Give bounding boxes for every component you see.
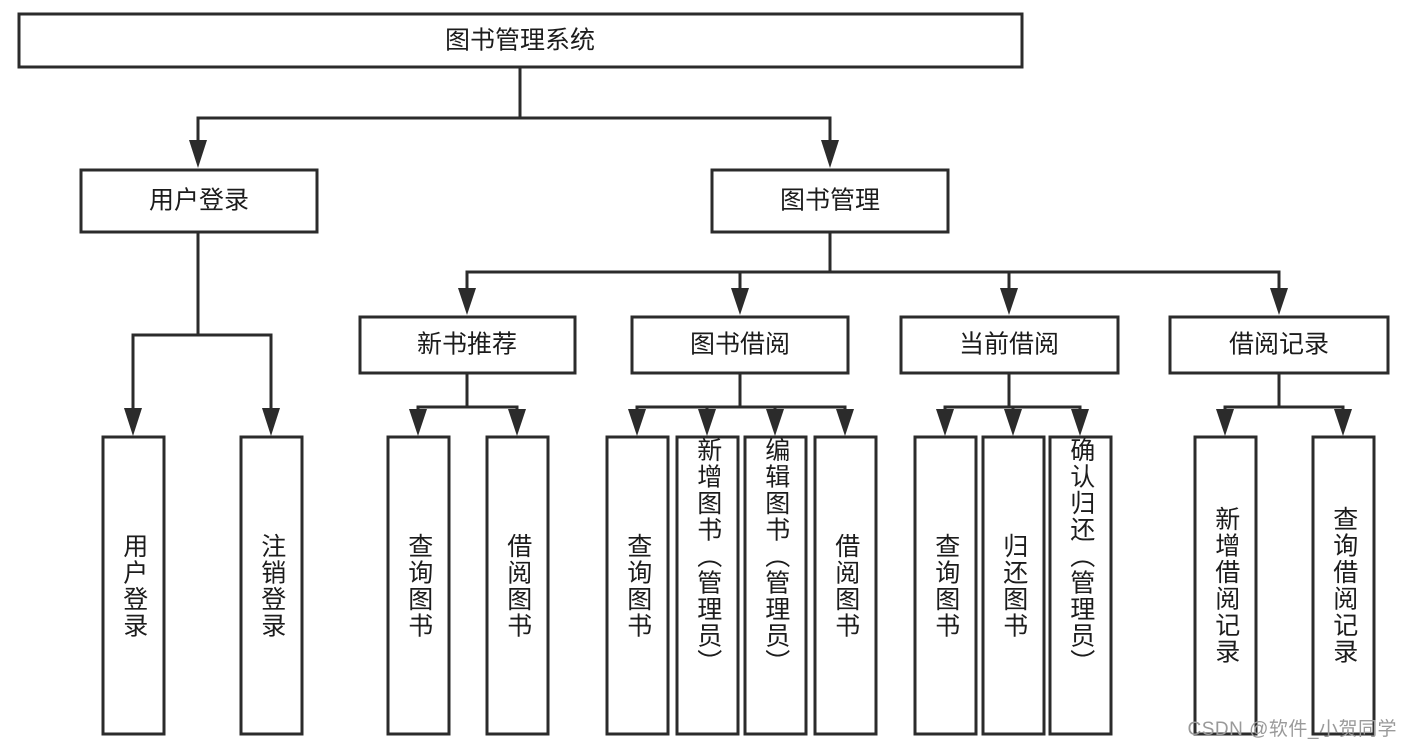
arrowhead-leaf-user-login [124,408,142,436]
arrowhead-newbook [458,288,476,315]
node-book-manage-box[interactable] [710,168,950,234]
leaf-boxes [101,435,1376,736]
node-root-label: 图书管理系统 [445,27,595,55]
arrowhead-leaf-query-book-2 [628,409,646,436]
node-root[interactable]: 图书管理系统 [17,12,1024,69]
node-book-borrow[interactable]: 图书借阅 [630,315,850,375]
node-book-manage[interactable]: 图书管理 [710,168,950,234]
arrowhead-leaf-edit-book [766,409,784,436]
arrowhead-leaf-user-logout [262,408,280,436]
node-user-login-box[interactable] [79,168,319,234]
arrowhead-userlogin [189,140,207,168]
arrowhead-leaf-query-book-1 [409,409,427,436]
leaf-edit-book-box[interactable] [743,435,808,736]
arrowhead-bookmanage [821,140,839,168]
csdn-watermark: CSDN @软件_小贺同学 [1187,719,1397,740]
leaf-borrow-book-1-box[interactable] [485,435,550,736]
node-current-borrow-label: 当前借阅 [959,331,1059,359]
arrowhead-leaf-query-book-3 [936,409,954,436]
arrowhead-leaf-borrow-book-2 [836,409,854,436]
leaf-query-book-3-box[interactable] [913,435,978,736]
node-borrow-record[interactable]: 借阅记录 [1168,315,1390,375]
arrowhead-leaf-confirm-return [1071,409,1089,436]
arrowhead-borrowrecord [1270,288,1288,315]
node-new-book-recommend[interactable]: 新书推荐 [358,315,577,375]
arrowhead-leaf-borrow-book-1 [508,409,526,436]
node-book-manage-label: 图书管理 [780,187,880,215]
node-book-borrow-box[interactable] [630,315,850,375]
arrowhead-leaf-return-book [1004,409,1022,436]
leaf-return-book-box[interactable] [981,435,1046,736]
leaf-user-logout-box[interactable] [239,435,304,736]
leaf-add-record-box[interactable] [1193,435,1258,736]
node-new-book-recommend-box[interactable] [358,315,577,375]
node-current-borrow[interactable]: 当前借阅 [899,315,1120,375]
leaf-user-login-box[interactable] [101,435,166,736]
leaf-confirm-return-box[interactable] [1048,435,1113,736]
arrowhead-currentborrow [1000,288,1018,315]
leaf-borrow-book-2-box[interactable] [813,435,878,736]
node-borrow-record-label: 借阅记录 [1229,331,1329,359]
node-new-book-recommend-label: 新书推荐 [417,331,517,359]
arrowhead-leaf-add-record [1216,409,1234,436]
node-borrow-record-box[interactable] [1168,315,1390,375]
connectors [124,65,1352,436]
arrowhead-leaf-add-book [698,409,716,436]
leaf-add-book-box[interactable] [675,435,740,736]
node-user-login-label: 用户登录 [149,187,249,215]
node-book-borrow-label: 图书借阅 [690,331,790,359]
node-root-box[interactable] [17,12,1024,69]
node-user-login[interactable]: 用户登录 [79,168,319,234]
leaf-query-record-box[interactable] [1311,435,1376,736]
leaf-query-book-2-box[interactable] [605,435,670,736]
node-current-borrow-box[interactable] [899,315,1120,375]
arrowhead-leaf-query-record [1334,409,1352,436]
leaf-query-book-1-box[interactable] [386,435,451,736]
arrowhead-bookborrow [731,288,749,315]
